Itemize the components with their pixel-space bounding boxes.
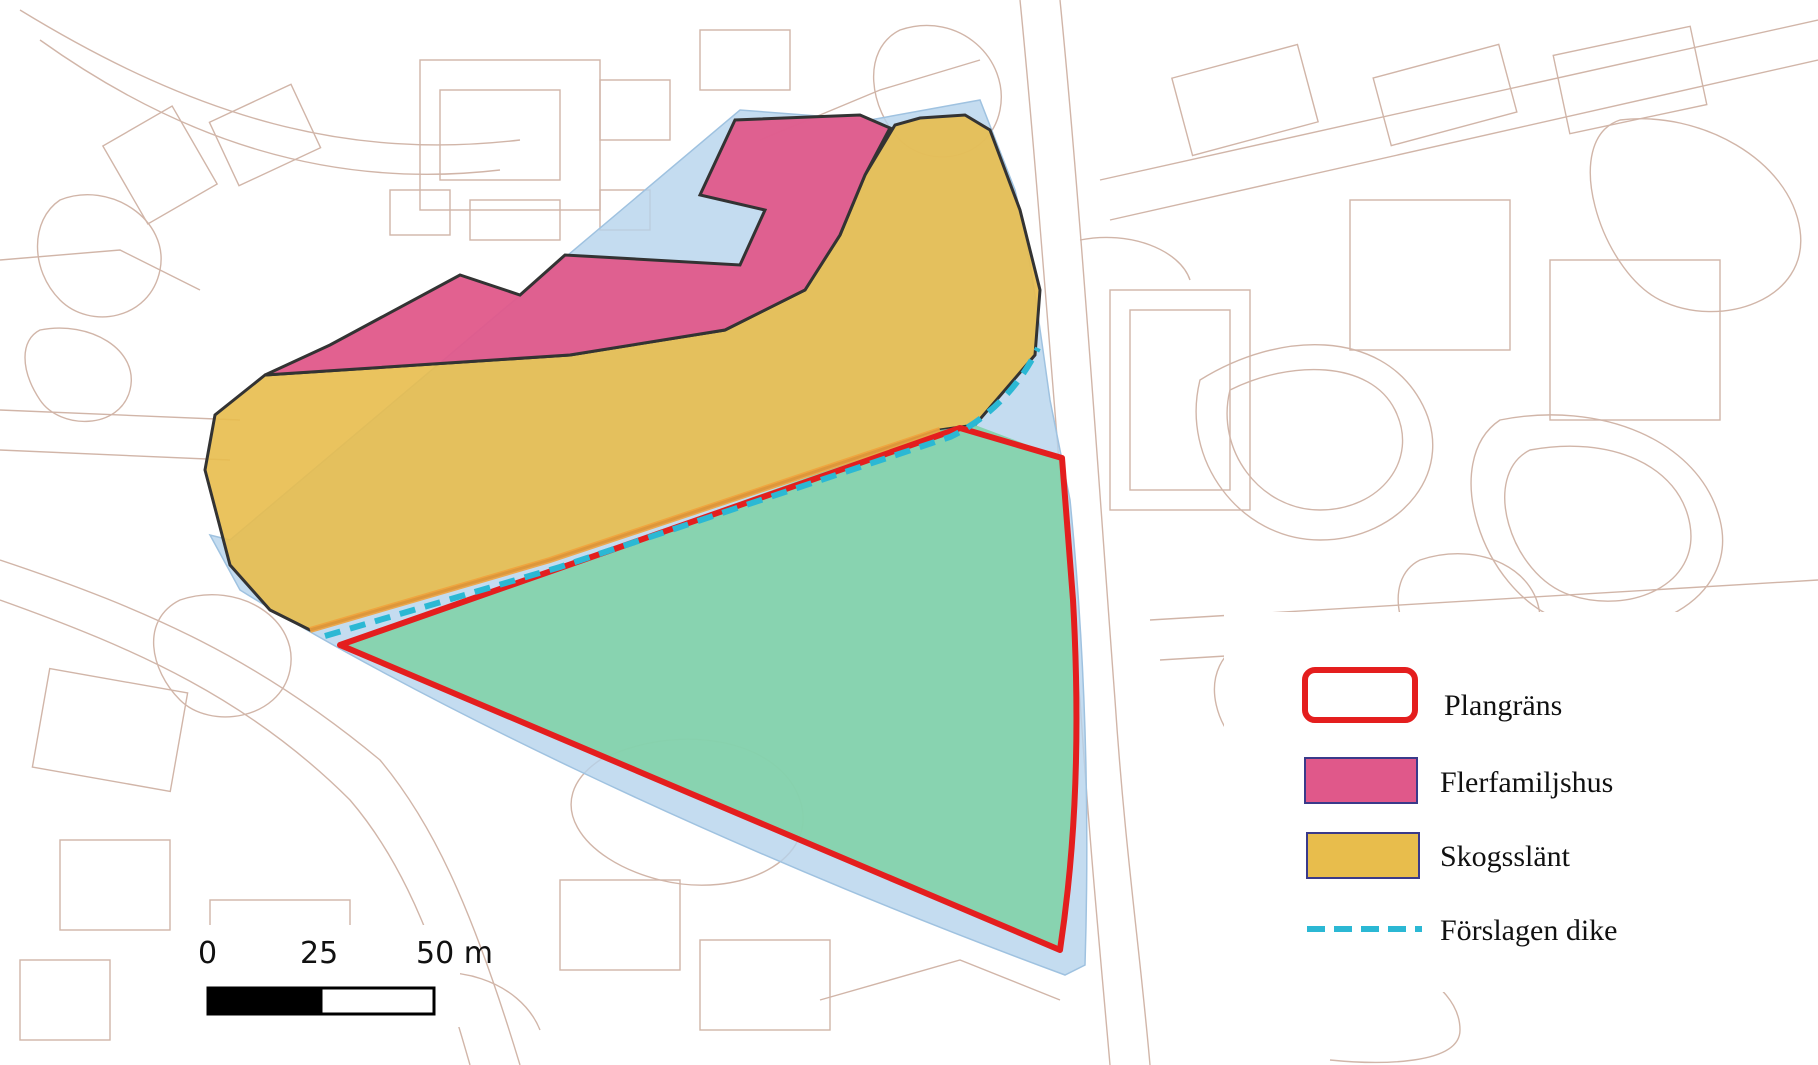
slope-edge-line <box>309 427 941 633</box>
legend-dike-label: Förslagen dike <box>1440 914 1617 947</box>
plangrans-boundary <box>337 425 1080 953</box>
legend-plangrans-label: Plangräns <box>1444 689 1562 722</box>
legend-flerfamiljshus-symbol <box>1304 757 1418 804</box>
scale-label-50m: 50 m <box>416 936 493 971</box>
legend: Plangräns Flerfamiljshus Skogsslänt Förs… <box>1224 612 1818 992</box>
plan-area-fill <box>340 425 1077 950</box>
legend-plangrans-symbol <box>1302 667 1418 723</box>
legend-flerfamiljshus-label: Flerfamiljshus <box>1440 766 1613 799</box>
scale-bar: 0 25 50 m <box>195 925 493 1027</box>
scale-bar-outline <box>206 986 436 1016</box>
forslagen-dike-line <box>324 346 1041 639</box>
scale-label-25: 25 <box>300 936 338 971</box>
flerfamiljshus-area <box>264 113 893 377</box>
scale-label-0: 0 <box>198 936 217 971</box>
legend-skogsslant-label: Skogsslänt <box>1440 840 1571 873</box>
scale-bar-black-segment <box>208 988 321 1014</box>
scale-bar-white-segment <box>319 986 436 1016</box>
legend-skogsslant-symbol <box>1306 832 1420 879</box>
